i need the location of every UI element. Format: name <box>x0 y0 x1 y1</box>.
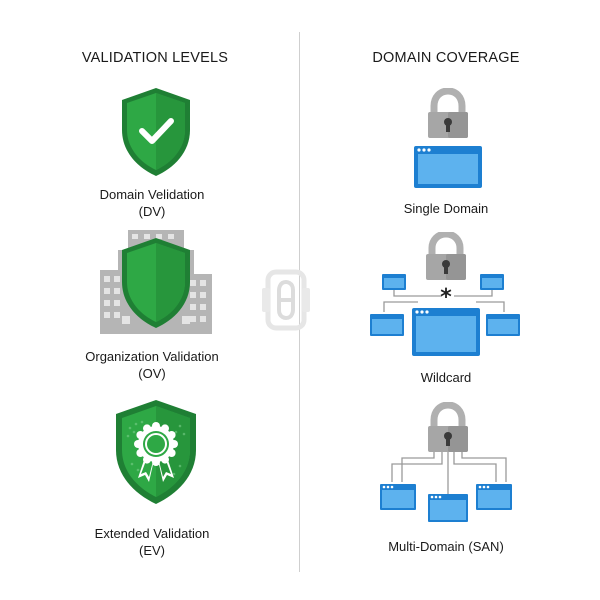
coverage-name: Multi-Domain (SAN) <box>388 539 504 554</box>
lock-multi-windows-icon <box>380 402 512 522</box>
level-abbr: (OV) <box>138 366 166 381</box>
level-name: Extended Validation <box>94 526 210 541</box>
single-domain-caption: Single Domain <box>326 200 566 217</box>
center-link-emblem-icon <box>262 269 310 331</box>
column-divider <box>299 32 300 572</box>
coverage-name: Single Domain <box>403 201 489 216</box>
organization-validation-caption: Organization Validation (OV) <box>32 348 272 382</box>
level-name: Organization Validation <box>85 349 219 364</box>
wildcard-asterisk: * <box>440 285 452 310</box>
level-abbr: (DV) <box>138 204 166 219</box>
level-abbr: (EV) <box>139 543 165 558</box>
multi-domain-caption: Multi-Domain (SAN) <box>326 538 566 555</box>
left-column-title: VALIDATION LEVELS <box>81 50 229 66</box>
checkmark-shield-icon <box>122 88 190 176</box>
level-name: Domain Velidation <box>99 187 205 202</box>
extended-validation-caption: Extended Validation (EV) <box>32 525 272 559</box>
building-shield-icon <box>100 230 212 334</box>
lock-wildcard-windows-icon: * <box>370 232 520 356</box>
domain-validation-caption: Domain Velidation (DV) <box>32 186 272 220</box>
right-column-title: DOMAIN COVERAGE <box>372 50 520 66</box>
wildcard-caption: Wildcard <box>326 369 566 386</box>
lock-single-window-icon <box>414 88 482 188</box>
certificate-badge-shield-icon <box>116 400 196 504</box>
coverage-name: Wildcard <box>420 370 472 385</box>
